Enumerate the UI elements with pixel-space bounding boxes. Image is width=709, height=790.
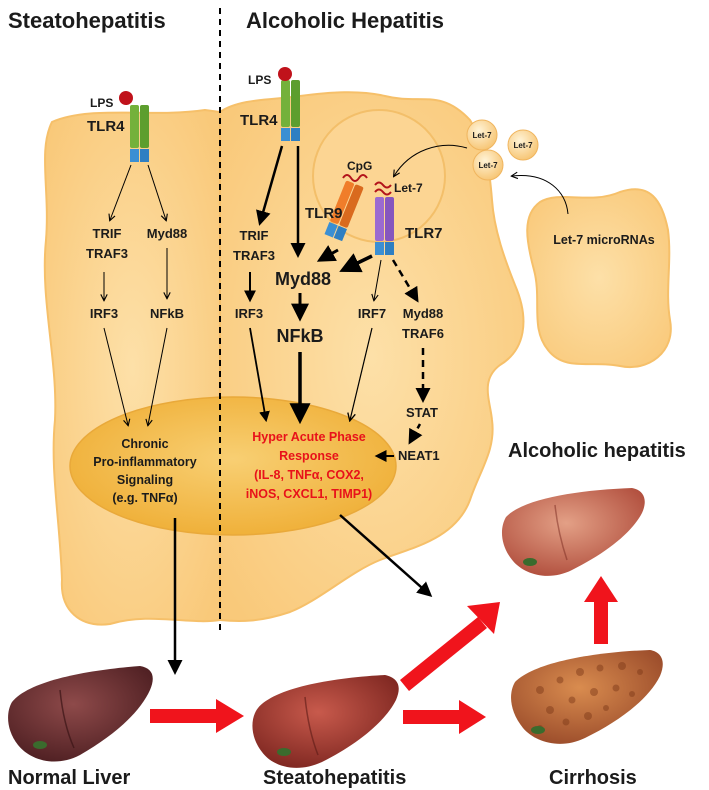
let7-source-cell bbox=[526, 188, 672, 369]
normal-liver-image bbox=[8, 666, 153, 762]
arrow-tlr7-to-myd88-b bbox=[391, 259, 419, 303]
arrow-irf7-to-response bbox=[350, 327, 373, 420]
right-trif-label: TRIF bbox=[240, 228, 269, 243]
right-irf3-label: IRF3 bbox=[235, 306, 263, 321]
left-nucleus-text: Chronic Pro-inflammatory Signaling (e.g.… bbox=[93, 437, 197, 505]
left-irf3-label: IRF3 bbox=[90, 306, 118, 321]
arrow-tlr7-to-myd88 bbox=[339, 253, 373, 273]
arrow-tlr7-to-irf7 bbox=[374, 259, 382, 300]
arrow-left-irf3-to-nucleus bbox=[103, 327, 128, 425]
left-traf3-label: TRAF3 bbox=[86, 246, 128, 261]
stat-label: STAT bbox=[406, 405, 438, 420]
left-nucleus-line-4: (e.g. TNFα) bbox=[112, 491, 177, 505]
left-nucleus-line-2: Pro-inflammatory bbox=[93, 455, 197, 469]
cpg-label: CpG bbox=[347, 159, 372, 173]
title-alcoholic-hepatitis: Alcoholic Hepatitis bbox=[246, 8, 444, 33]
vesicle-1-label: Let-7 bbox=[472, 131, 492, 140]
red-arrow-steato-to-cirrhosis bbox=[403, 700, 486, 734]
label-alcoholic-hepatitis: Alcoholic hepatitis bbox=[508, 440, 686, 462]
alcoholic-hepatitis-liver-image bbox=[501, 488, 645, 576]
right-myd88-label: Myd88 bbox=[275, 269, 331, 289]
response-line-4: iNOS, CXCL1, TIMP1) bbox=[246, 487, 372, 501]
let7-rna-label: Let-7 bbox=[394, 181, 423, 195]
arrow-left-tlr4-to-trif bbox=[110, 164, 132, 220]
left-lps-label: LPS bbox=[90, 96, 113, 110]
left-trif-label: TRIF bbox=[93, 226, 122, 241]
red-arrow-cirrhosis-to-alcoholic bbox=[584, 576, 618, 644]
right-tlr4-receptor bbox=[281, 80, 300, 141]
right-tlr4-label: TLR4 bbox=[240, 112, 278, 129]
vesicle-2-label: Let-7 bbox=[513, 141, 533, 150]
vesicle-3: Let-7 bbox=[472, 149, 504, 181]
cirrhosis-liver-image bbox=[511, 650, 663, 744]
right-lps-label: LPS bbox=[248, 73, 271, 87]
tlr9-label: TLR9 bbox=[305, 205, 343, 222]
title-steatohepatitis: Steatohepatitis bbox=[8, 8, 166, 33]
vesicle-1: Let-7 bbox=[466, 119, 498, 151]
left-cell-membrane bbox=[43, 108, 221, 626]
tlr7-receptor bbox=[375, 197, 394, 255]
red-arrow-normal-to-steato bbox=[150, 699, 244, 733]
left-myd88-label: Myd88 bbox=[147, 226, 187, 241]
label-cirrhosis: Cirrhosis bbox=[549, 767, 637, 789]
right-traf3-label: TRAF3 bbox=[233, 248, 275, 263]
arrow-right-irf3-to-response bbox=[249, 327, 270, 423]
arrow-stat-to-neat1 bbox=[408, 423, 423, 445]
left-nucleus bbox=[69, 396, 397, 536]
right-lps-molecule bbox=[278, 67, 292, 81]
left-nfkb-label: NFkB bbox=[150, 306, 184, 321]
vesicle-3-label: Let-7 bbox=[478, 161, 498, 170]
left-nucleus-line-3: Signaling bbox=[117, 473, 173, 487]
traf6-label: TRAF6 bbox=[402, 326, 444, 341]
arrow-left-tlr4-to-myd88 bbox=[147, 164, 166, 220]
neat1-label: NEAT1 bbox=[398, 448, 440, 463]
arrow-vesicles-to-tlr7 bbox=[394, 144, 468, 176]
right-myd88-b-label: Myd88 bbox=[403, 306, 443, 321]
left-lps-molecule bbox=[119, 91, 133, 105]
let7-rna-strand-1 bbox=[374, 181, 392, 189]
arrow-let7-source-to-vesicles bbox=[512, 175, 569, 215]
tlr7-label: TLR7 bbox=[405, 225, 443, 242]
tlr9-receptor bbox=[324, 180, 364, 242]
left-nucleus-line-1: Chronic bbox=[121, 437, 168, 451]
response-line-2: Response bbox=[279, 449, 339, 463]
response-line-1: Hyper Acute Phase bbox=[252, 430, 366, 444]
let7-rna-strand-2 bbox=[374, 188, 392, 196]
arrow-tlr9-to-myd88 bbox=[316, 245, 339, 262]
left-tlr4-label: TLR4 bbox=[87, 118, 125, 135]
response-text: Hyper Acute Phase Response (IL-8, TNFα, … bbox=[246, 430, 372, 501]
arrow-response-to-progression bbox=[339, 514, 433, 597]
arrow-left-nfkb-to-nucleus bbox=[148, 327, 168, 425]
response-line-3: (IL-8, TNFα, COX2, bbox=[254, 468, 364, 482]
vesicle-2: Let-7 bbox=[507, 129, 539, 161]
arrow-right-tlr4-to-trif bbox=[256, 145, 284, 226]
right-nfkb-label: NFkB bbox=[276, 326, 323, 346]
let7-source-label: Let-7 microRNAs bbox=[553, 233, 654, 247]
red-arrow-steato-to-alcoholic bbox=[400, 602, 500, 691]
steatohepatitis-liver-image bbox=[252, 675, 399, 768]
label-steatohepatitis: Steatohepatitis bbox=[263, 767, 406, 789]
cpg-dna-strand bbox=[342, 174, 368, 182]
left-tlr4-receptor bbox=[130, 105, 149, 162]
label-normal-liver: Normal Liver bbox=[8, 767, 130, 789]
irf7-label: IRF7 bbox=[358, 306, 386, 321]
